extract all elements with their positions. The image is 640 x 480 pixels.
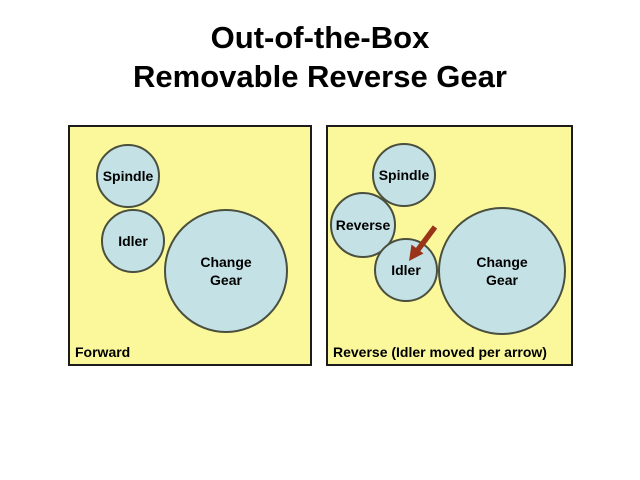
gear-idler-label: Idler [391, 262, 421, 278]
gear-change-gear: Change Gear [164, 209, 288, 333]
gear-change-gear-label: Change Gear [200, 254, 252, 288]
gear-reverse-label: Reverse [335, 217, 391, 233]
gear-change-gear: Change Gear [438, 207, 566, 335]
gear-idler: Idler [101, 209, 165, 273]
gear-spindle: Spindle [372, 143, 436, 207]
slide-title: Out-of-the-Box Removable Reverse Gear [0, 18, 640, 96]
gear-idler-label: Idler [118, 233, 148, 249]
gear-spindle: Spindle [96, 144, 160, 208]
panel-forward-caption: Forward [75, 344, 131, 360]
gear-change-gear-label: Change Gear [476, 254, 528, 288]
panel-forward: Spindle Idler Change Gear Forward [68, 125, 312, 366]
gear-spindle-label: Spindle [378, 167, 430, 183]
gear-idler: Idler [374, 238, 438, 302]
slide-title-line1: Out-of-the-Box [210, 20, 430, 55]
panel-reverse: Spindle Reverse Idler Change Gear Revers… [326, 125, 573, 366]
slide-title-line2: Removable Reverse Gear [133, 59, 507, 94]
gear-spindle-label: Spindle [102, 168, 154, 184]
panel-reverse-caption: Reverse (Idler moved per arrow) [333, 344, 547, 360]
